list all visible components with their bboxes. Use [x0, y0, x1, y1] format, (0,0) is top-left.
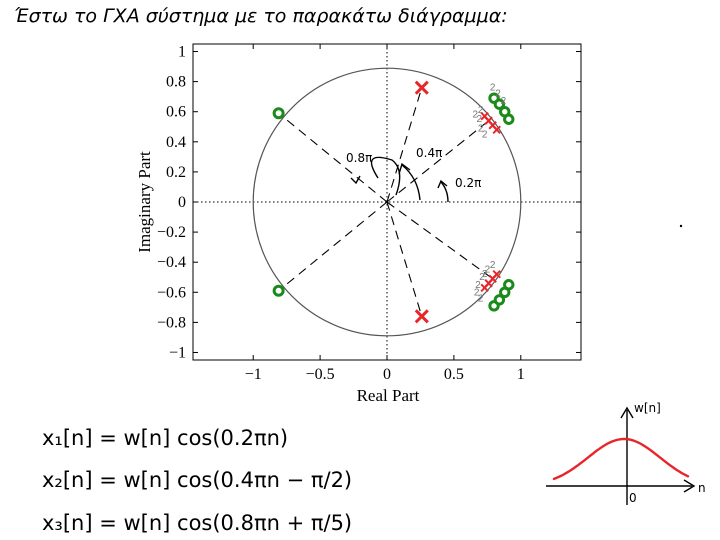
zero-marker [493, 98, 506, 110]
window-x-arrow [683, 479, 696, 493]
stray-dot [679, 224, 683, 228]
multiplicity-label: 2 [490, 83, 496, 94]
y-axis-label: Imaginary Part [135, 151, 154, 253]
multiplicity-label: 2 [482, 269, 488, 280]
zero-marker [493, 294, 506, 306]
y-tick-label: 0 [178, 194, 186, 211]
equation-x1: x₁[n] = w[n] cos(0.2πn) [42, 426, 288, 450]
y-tick-label: −1 [169, 344, 186, 361]
tick-labels: −1 −0.5 0 0.5 1 1 0.8 0.6 0.4 0.2 0 −0.2 −0.4 −0.6 −0.… [157, 44, 581, 383]
x-tick-label: −0.5 [306, 366, 335, 383]
angle-dashed-lines [278, 87, 494, 317]
zero-marker [272, 107, 285, 120]
window-sketch: w[n] n 0 [546, 401, 706, 505]
arc-0-8pi [370, 156, 401, 196]
dashed-radius [386, 201, 494, 280]
y-tick-label: −0.2 [157, 224, 186, 241]
dashed-radius [386, 87, 423, 203]
angle-label-0-2pi: 0.2π [455, 176, 481, 190]
dashed-radius [386, 120, 490, 203]
window-curve [552, 437, 690, 481]
arc-0-8pi-arrow [350, 175, 361, 185]
y-tick-label: 0.6 [166, 104, 186, 121]
x-tick-label: 0.5 [444, 366, 464, 383]
equations: x₁[n] = w[n] cos(0.2πn) x₂[n] = w[n] cos… [42, 426, 352, 535]
multiplicity-label: 2 [495, 89, 501, 100]
x-tick-label: −1 [245, 366, 262, 383]
multiplicity-label: 2 [485, 265, 491, 276]
x-tick-label: 1 [517, 366, 525, 383]
equation-x2: x₂[n] = w[n] cos(0.4πn − π/2) [42, 468, 352, 492]
header-text: Έστω το ΓΧΑ σύστημα με το παρακάτω διάγρ… [14, 5, 508, 27]
angle-label-0-8pi: 0.8π [346, 151, 372, 165]
pole-marker [414, 309, 429, 324]
arc-0-2pi [440, 181, 449, 203]
multiplicity-label: 2 [482, 129, 488, 140]
window-title: w[n] [634, 401, 661, 415]
equation-x3: x₃[n] = w[n] cos(0.8πn + π/5) [42, 511, 352, 535]
multiplicity-label: 2 [474, 287, 480, 298]
y-tick-label: 0.2 [166, 164, 186, 181]
x-axis-label: Real Part [357, 386, 420, 405]
y-tick-label: −0.4 [157, 254, 186, 271]
arc-0-2pi-arrow [437, 179, 448, 189]
angle-label-0-4pi: 0.4π [416, 146, 442, 160]
multiplicity-label: 2 [501, 96, 507, 107]
pole-zero-plot: −1 −0.5 0 0.5 1 1 0.8 0.6 0.4 0.2 0 −0.2 −0.4 −0.6 −0.… [135, 43, 582, 405]
multiplicity-label: 2 [479, 272, 485, 283]
pole-marker [492, 125, 501, 134]
arc-0-4pi [401, 164, 421, 201]
y-tick-label: −0.6 [157, 284, 186, 301]
window-n-label: n [698, 481, 706, 495]
y-tick-label: −0.8 [157, 314, 186, 331]
x-tick-label: 0 [383, 366, 391, 383]
zero-marker [503, 279, 515, 291]
multiplicity-label: 2 [473, 110, 479, 121]
multiplicity-label: 2 [478, 105, 484, 116]
y-tick-label: 0.4 [166, 134, 186, 151]
zero-marker [503, 113, 515, 125]
multiplicity-label: 2 [477, 114, 483, 125]
zero-marker [272, 284, 285, 297]
plot-axes [193, 44, 581, 360]
angle-arcs [350, 156, 449, 203]
arc-0-4pi-arrow [398, 162, 411, 175]
window-origin-label: 0 [629, 491, 637, 505]
multiplicity-label: 2 [478, 293, 484, 304]
pole-marker [492, 270, 501, 279]
unit-circle [252, 67, 522, 337]
multiplicity-label: 2 [478, 123, 484, 134]
multiplicity-label: 2 [490, 260, 496, 271]
dashed-radius [386, 201, 423, 317]
dashed-radius [278, 112, 388, 203]
pole-marker [414, 80, 429, 95]
multiplicity-label: 2 [475, 280, 481, 291]
window-y-arrow [620, 406, 634, 419]
y-tick-label: 0.8 [166, 74, 186, 91]
dashed-radius [278, 201, 388, 292]
y-tick-label: 1 [178, 44, 186, 61]
